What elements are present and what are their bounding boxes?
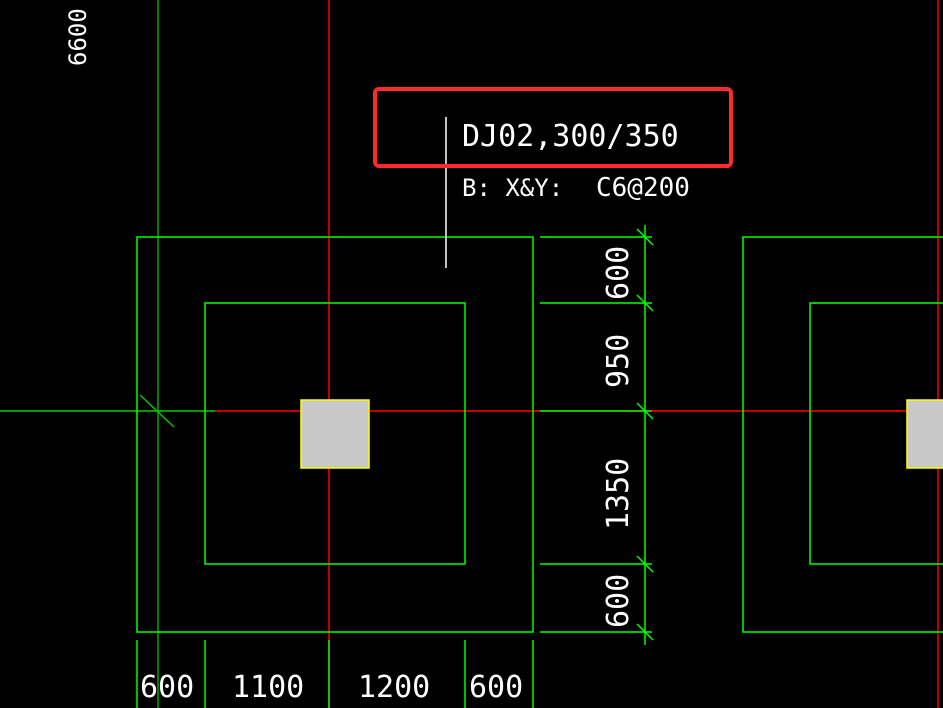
dim-vertical-1: 600 [601, 246, 636, 300]
dim-horizontal-2: 1100 [232, 670, 304, 705]
vertical-dimension-chain [540, 225, 654, 645]
dim-vertical-3: 1350 [601, 458, 636, 530]
dim-horizontal-4: 600 [469, 670, 523, 705]
dim-horizontal-3: 1200 [358, 670, 430, 705]
dim-vertical-4: 600 [601, 574, 636, 628]
dim-vertical-2: 950 [601, 334, 636, 388]
footing-outer-step-right [742, 236, 943, 633]
footing-inner-step [204, 302, 466, 565]
footing-title: DJ02,300/350 [462, 119, 679, 154]
footing-inner-step-right [809, 302, 943, 565]
footing-outer-step [136, 236, 534, 633]
column-section-right [906, 399, 943, 469]
grid-dimension-label: 6600 [64, 8, 92, 66]
rebar-label: B: X&Y: [462, 174, 563, 202]
rebar-spec: C6@200 [596, 173, 690, 203]
grid-tick-mark [139, 394, 175, 428]
column-section [300, 399, 370, 469]
highlight-box [373, 87, 733, 168]
dim-horizontal-1: 600 [140, 670, 194, 705]
horizontal-dimension-chain [136, 640, 534, 708]
